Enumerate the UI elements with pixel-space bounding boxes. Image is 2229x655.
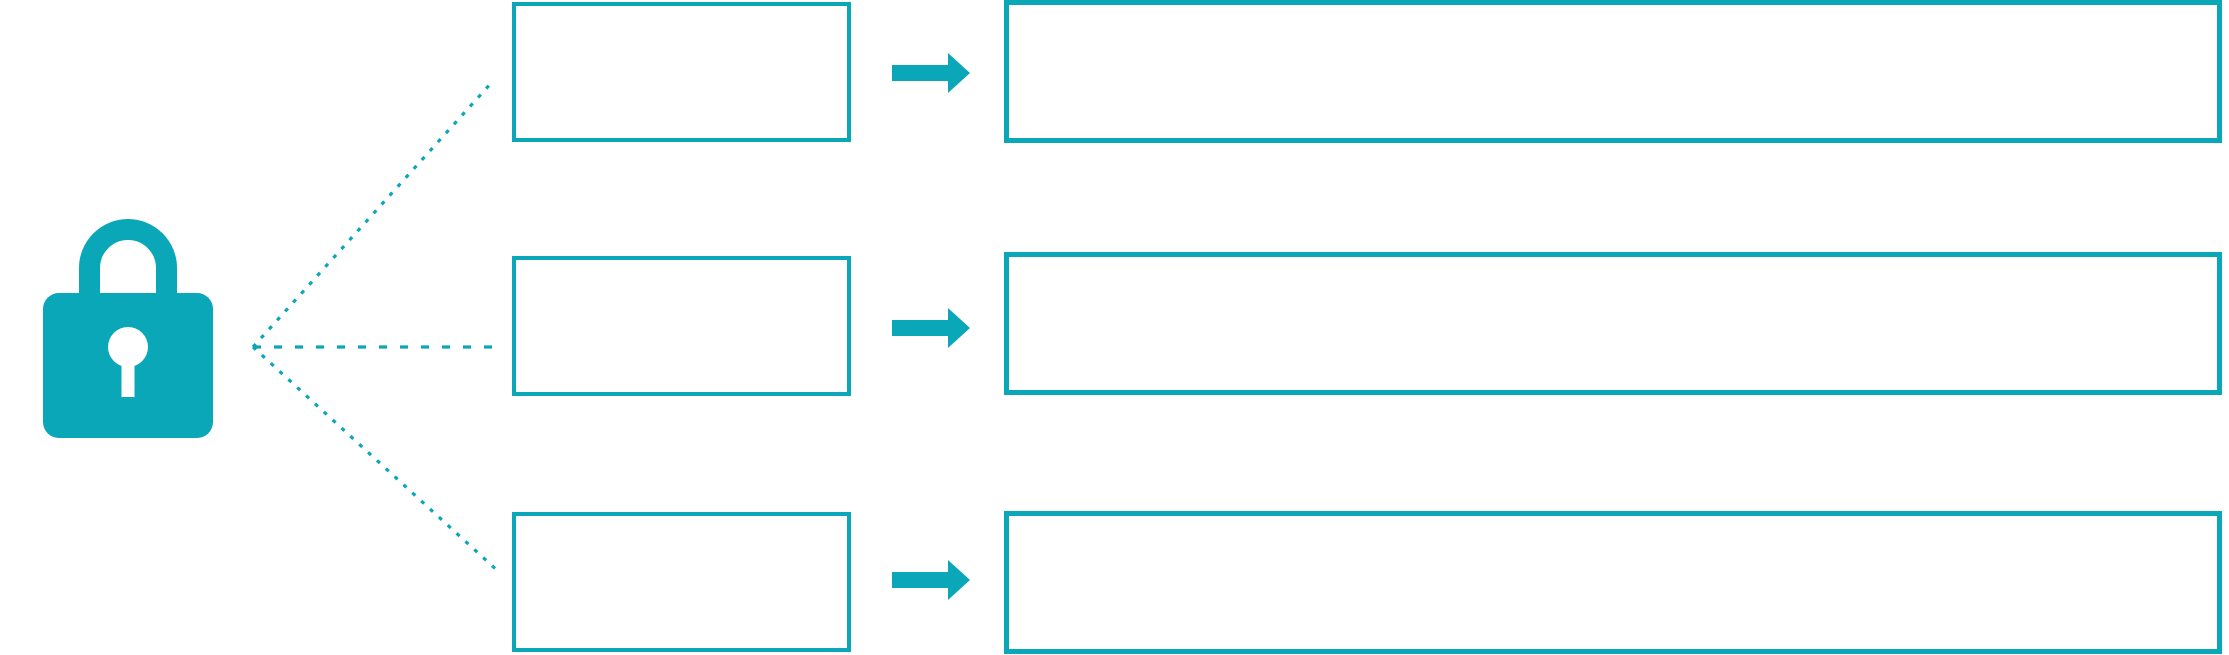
lock-icon	[43, 219, 213, 438]
source-box-3	[512, 512, 851, 652]
lock-body	[43, 293, 213, 438]
detail-box-1	[1004, 0, 2222, 143]
right-arrow-icon	[892, 560, 970, 600]
right-arrow-icon	[892, 53, 970, 93]
connector-line-top	[251, 79, 495, 349]
detail-box-2	[1004, 252, 2222, 395]
keyhole-stem	[121, 353, 135, 397]
keyhole-circle	[108, 327, 148, 367]
detail-box-3	[1004, 511, 2222, 654]
lock-shackle	[79, 219, 177, 300]
source-box-2	[512, 256, 851, 396]
source-box-1	[512, 2, 851, 142]
right-arrow-icon	[892, 308, 970, 348]
connector-line-bottom	[251, 345, 502, 575]
connector-lines	[251, 79, 504, 575]
